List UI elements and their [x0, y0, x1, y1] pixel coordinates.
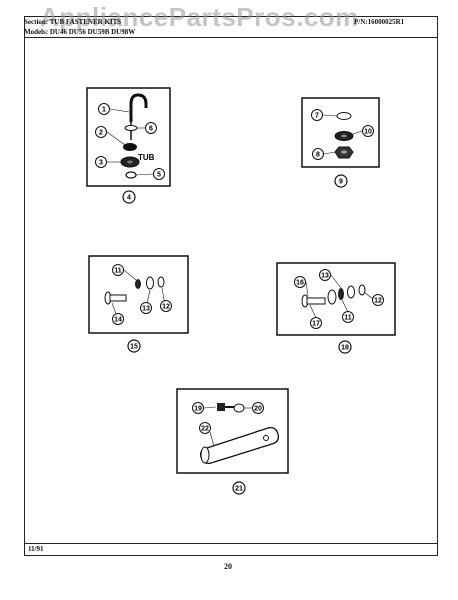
callout-5 — [153, 168, 165, 180]
washer-11b-part — [338, 288, 344, 300]
group-18-bolt-assembly: 13 16 17 11 12 18 — [276, 262, 396, 354]
watermark: AppliancePartsPros.com — [40, 2, 359, 32]
callout-3 — [95, 156, 107, 168]
washer-13-part — [146, 276, 154, 290]
callout-12b — [372, 294, 384, 306]
callout-11a-label: 11 — [114, 268, 122, 275]
callout-11a — [112, 264, 124, 276]
nut-12-part — [157, 276, 165, 288]
callout-3-label: 3 — [99, 160, 103, 167]
callout-9-label: 9 — [339, 179, 343, 186]
callout-4 — [122, 190, 136, 204]
callout-22-label: 22 — [201, 426, 209, 433]
gasket-2-part — [123, 143, 137, 151]
group-21-frame — [176, 388, 289, 474]
callout-12b-label: 12 — [374, 298, 382, 305]
washer-b-part — [347, 285, 355, 299]
callout-8 — [312, 148, 324, 160]
bracket-22-part — [199, 426, 280, 465]
group-4-frame — [86, 87, 171, 187]
callout-17 — [310, 317, 322, 329]
group-4-tub-fastener: TUB 1 2 3 5 6 4 — [86, 87, 171, 204]
group-18-frame — [276, 262, 396, 336]
callout-13a — [140, 302, 152, 314]
callout-7 — [311, 109, 323, 121]
nut-12b-part — [358, 284, 366, 296]
callout-7-label: 7 — [315, 113, 319, 120]
group-15-frame — [88, 255, 189, 334]
callout-1-label: 1 — [102, 107, 106, 114]
callout-13b-label: 13 — [321, 273, 329, 280]
j-hook-bolt-part — [129, 93, 148, 122]
washer-7-part — [336, 112, 352, 120]
models-value: DU46 DU56 DU59B DU98W — [49, 28, 136, 36]
callout-6-label: 6 — [149, 126, 153, 133]
washer-13b-part — [327, 289, 337, 305]
callout-18 — [338, 340, 352, 354]
callout-12a-label: 12 — [162, 304, 170, 311]
page-frame — [24, 16, 438, 556]
callout-22 — [199, 422, 211, 434]
callout-2-label: 2 — [99, 130, 103, 137]
group-9-frame — [301, 97, 380, 168]
group-15-bolt-assembly: 11 14 13 12 15 — [88, 255, 189, 353]
washer-11-part — [135, 279, 141, 289]
callout-6 — [145, 122, 157, 134]
callout-14-label: 14 — [114, 317, 122, 324]
callout-18-label: 18 — [341, 345, 349, 352]
callout-20-label: 20 — [254, 406, 262, 413]
footer-date: 11/91 — [28, 545, 44, 553]
footer-rule — [24, 543, 438, 544]
callout-5-label: 5 — [157, 172, 161, 179]
header-rule — [24, 37, 438, 38]
callout-16 — [294, 276, 306, 288]
callout-10-label: 10 — [364, 129, 372, 136]
callout-15 — [127, 339, 141, 353]
group-9-nut-washer: 7 10 8 9 — [301, 97, 380, 188]
section-value: TUB FASTENER KITS — [49, 18, 122, 26]
header-models-line: Models: DU46 DU56 DU59B DU98W — [24, 28, 135, 36]
callout-13b — [319, 269, 331, 281]
callout-11b-label: 11 — [344, 315, 352, 322]
callout-21 — [232, 481, 246, 495]
part-number: P/N:16000025R1 — [354, 18, 405, 26]
callout-19 — [192, 402, 204, 414]
callout-20 — [252, 402, 264, 414]
washer-20-part — [233, 403, 245, 413]
callout-16-label: 16 — [296, 280, 304, 287]
models-label: Models: — [24, 28, 49, 36]
header-section-line: Section: TUB FASTENER KITS P/N:16000025R… — [24, 18, 404, 26]
screw-19-part — [217, 403, 225, 411]
nut-5-part — [125, 171, 137, 179]
tub-label: TUB — [138, 153, 155, 162]
callout-10 — [362, 125, 374, 137]
callout-21-label: 21 — [235, 486, 243, 493]
callout-9 — [334, 174, 348, 188]
callout-12a — [160, 300, 172, 312]
callout-11b — [342, 311, 354, 323]
callout-19-label: 19 — [194, 406, 202, 413]
callout-1 — [98, 103, 110, 115]
callout-8-label: 8 — [316, 152, 320, 159]
section-label: Section: — [24, 18, 49, 26]
group-21-bracket-assembly: 19 20 22 21 — [176, 388, 289, 495]
callout-14 — [112, 313, 124, 325]
callout-2 — [95, 126, 107, 138]
page-number: 20 — [224, 562, 232, 571]
callout-13a-label: 13 — [142, 306, 150, 313]
callout-15-label: 15 — [130, 344, 138, 351]
washer-6-part — [124, 125, 138, 131]
callout-4-label: 4 — [127, 195, 131, 202]
callout-17-label: 17 — [312, 321, 320, 328]
